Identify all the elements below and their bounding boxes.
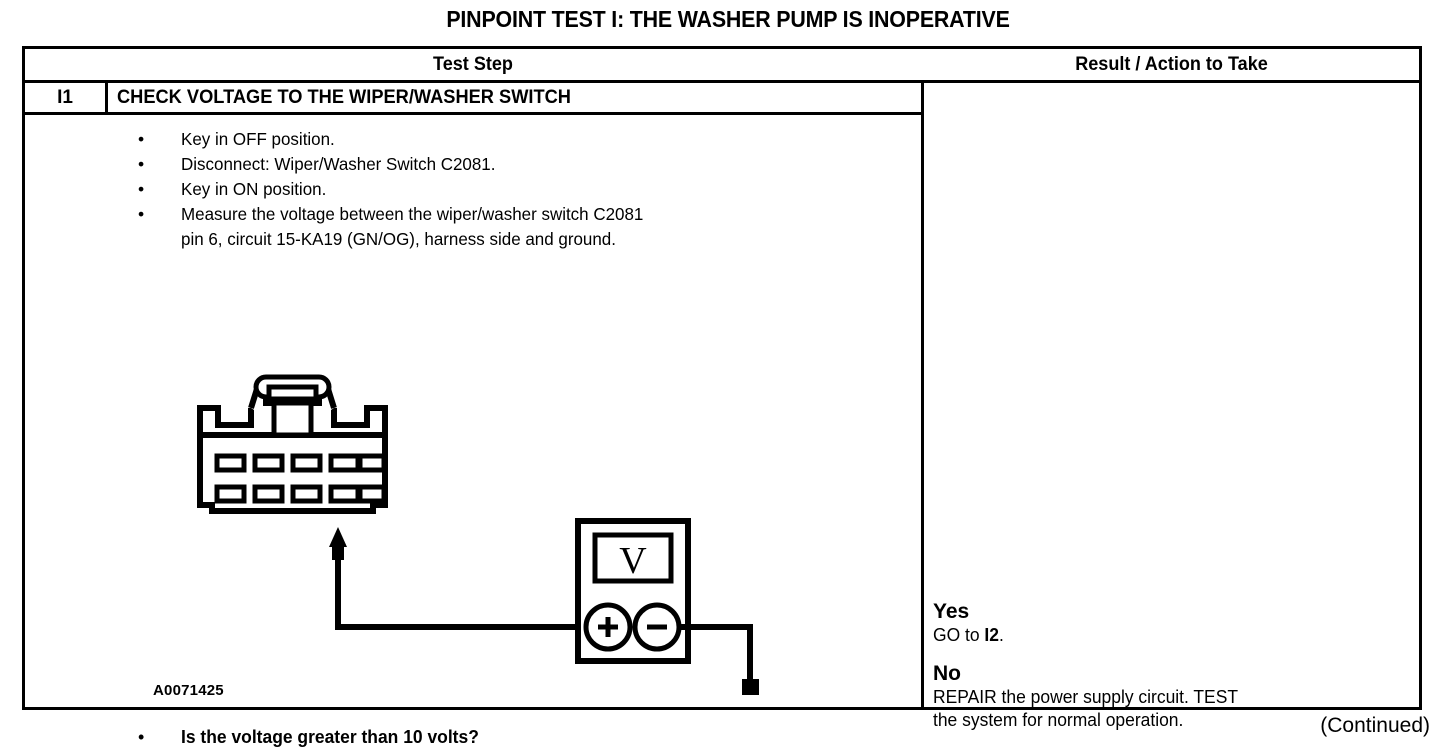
result-yes-goto-step: I2	[984, 625, 999, 645]
step-title: CHECK VOLTAGE TO THE WIPER/WASHER SWITCH	[117, 87, 571, 108]
list-item-text: Key in ON position.	[181, 179, 327, 199]
page-title: PINPOINT TEST I: THE WASHER PUMP IS INOP…	[446, 6, 1010, 32]
step-header-row: I1 CHECK VOLTAGE TO THE WIPER/WASHER SWI…	[25, 83, 921, 115]
result-yes-text-after: .	[998, 625, 1004, 645]
test-question: • Is the voltage greater than 10 volts?	[138, 727, 488, 748]
table-header-row: Test Step Result / Action to Take	[25, 49, 1419, 83]
voltmeter-icon: V	[575, 518, 691, 664]
list-item-text: Disconnect: Wiper/Washer Switch C2081.	[181, 154, 496, 174]
step-id-divider	[105, 83, 108, 112]
result-no-text: REPAIR the power supply circuit. TEST th…	[933, 686, 1389, 732]
connector-pin-cavities-top	[214, 453, 387, 473]
pinpoint-test-table: Test Step Result / Action to Take I1 CHE…	[22, 46, 1422, 754]
step-id: I1	[57, 87, 73, 108]
test-circuit-diagram: V	[155, 335, 805, 754]
list-item: • Disconnect: Wiper/Washer Switch C2081.	[138, 152, 908, 177]
result-no: No REPAIR the power supply circuit. TEST…	[933, 661, 1403, 732]
test-question-text: Is the voltage greater than 10 volts?	[181, 727, 479, 747]
result-action-cell: Yes GO to I2. No REPAIR the power supply…	[924, 83, 1419, 730]
positive-lead-wire	[335, 623, 578, 630]
connector-pin-cavities-bottom	[214, 484, 387, 504]
result-no-text-line2: the system for normal operation.	[933, 710, 1184, 730]
list-item-text: Measure the voltage between the wiper/wa…	[181, 204, 644, 224]
negative-lead-wire	[679, 624, 753, 686]
column-header-test-step: Test Step	[433, 54, 513, 75]
bullet-marker: •	[138, 179, 145, 199]
list-item: • Key in OFF position.	[138, 127, 908, 152]
instruction-list: • Key in OFF position. • Disconnect: Wip…	[138, 127, 908, 252]
column-header-result-action: Result / Action to Take	[1075, 54, 1268, 75]
list-item: • Key in ON position.	[138, 177, 908, 202]
list-item-text: Key in OFF position.	[181, 129, 335, 149]
result-no-text-line1: REPAIR the power supply circuit. TEST	[933, 687, 1239, 707]
result-yes-text: GO to I2.	[933, 624, 1389, 647]
result-yes: Yes GO to I2.	[933, 599, 1403, 647]
test-probe-positive-icon	[329, 527, 347, 629]
list-item: • Measure the voltage between the wiper/…	[138, 202, 908, 252]
voltmeter-display-symbol: V	[619, 540, 647, 582]
result-no-label: No	[933, 662, 961, 685]
test-step-cell: • Key in OFF position. • Disconnect: Wip…	[25, 115, 921, 754]
result-yes-label: Yes	[933, 600, 970, 623]
bullet-marker: •	[138, 154, 145, 174]
bullet-marker: •	[138, 727, 145, 747]
result-yes-text-before: GO to	[933, 625, 985, 645]
continued-label: (Continued)	[1320, 714, 1430, 737]
bullet-marker: •	[138, 204, 145, 224]
connector-latch-icon	[253, 374, 332, 438]
ground-probe-icon	[742, 679, 759, 727]
column-divider	[921, 83, 924, 707]
figure-code: A0071425	[153, 682, 224, 699]
list-item-text-continuation: pin 6, circuit 15-KA19 (GN/OG), harness …	[181, 229, 616, 249]
bullet-marker: •	[138, 129, 145, 149]
